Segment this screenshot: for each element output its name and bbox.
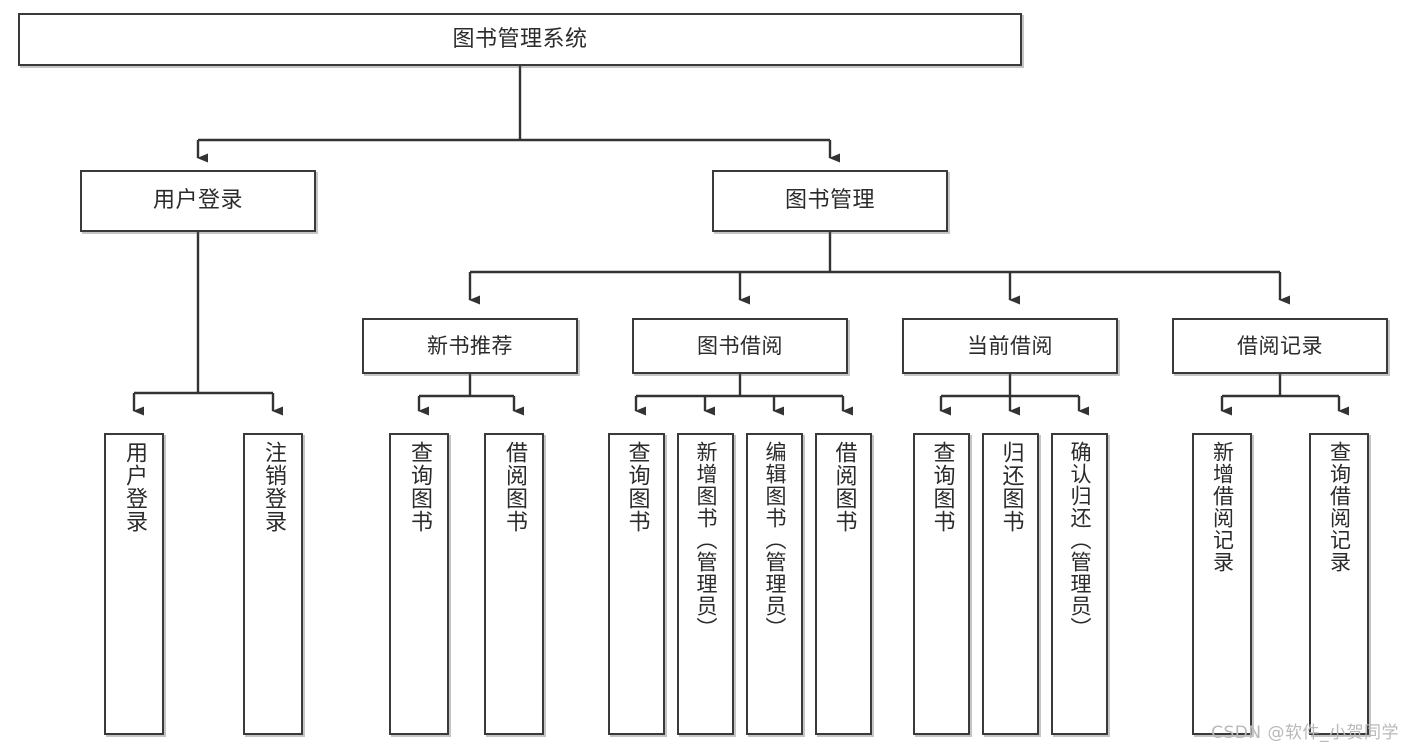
- node-leaf-add-book-label: 新增图书（管理员）: [694, 441, 718, 639]
- node-leaf-edit-book[interactable]: 编辑图书（管理员）: [746, 433, 803, 735]
- node-leaf-logout-login-label: 注销登录: [261, 441, 286, 533]
- node-leaf-confirm-return-label: 确认归还（管理员）: [1068, 441, 1092, 639]
- node-leaf-query-book-3-label: 查询图书: [929, 441, 955, 533]
- node-user-login-label: 用户登录: [152, 188, 243, 214]
- node-leaf-user-login[interactable]: 用户登录: [104, 433, 164, 735]
- node-leaf-borrow-book-1-label: 借阅图书: [502, 441, 527, 533]
- node-leaf-logout-login[interactable]: 注销登录: [243, 433, 303, 735]
- node-root-label: 图书管理系统: [452, 26, 588, 52]
- node-current-borrow-label: 当前借阅: [967, 333, 1053, 358]
- node-new-book-recommend-label: 新书推荐: [427, 333, 513, 358]
- node-leaf-borrow-book-2[interactable]: 借阅图书: [815, 433, 872, 735]
- node-leaf-borrow-book-2-label: 借阅图书: [831, 441, 857, 533]
- node-leaf-edit-book-label: 编辑图书（管理员）: [763, 441, 787, 639]
- node-leaf-query-book-2[interactable]: 查询图书: [608, 433, 665, 735]
- node-current-borrow[interactable]: 当前借阅: [902, 318, 1118, 374]
- node-leaf-return-book-label: 归还图书: [998, 441, 1024, 533]
- node-leaf-borrow-book-1[interactable]: 借阅图书: [484, 433, 544, 735]
- node-book-borrow[interactable]: 图书借阅: [632, 318, 848, 374]
- node-new-book-recommend[interactable]: 新书推荐: [362, 318, 578, 374]
- node-book-borrow-label: 图书借阅: [697, 333, 783, 358]
- node-leaf-add-book[interactable]: 新增图书（管理员）: [677, 433, 734, 735]
- node-leaf-query-record-label: 查询借阅记录: [1327, 441, 1352, 573]
- node-leaf-query-book-2-label: 查询图书: [624, 441, 650, 533]
- node-borrow-record[interactable]: 借阅记录: [1172, 318, 1388, 374]
- node-leaf-user-login-label: 用户登录: [122, 441, 147, 533]
- node-leaf-add-record[interactable]: 新增借阅记录: [1192, 433, 1252, 735]
- node-leaf-query-book-3[interactable]: 查询图书: [913, 433, 970, 735]
- node-borrow-record-label: 借阅记录: [1237, 333, 1323, 358]
- node-leaf-query-book-1-label: 查询图书: [407, 441, 432, 533]
- node-book-manage[interactable]: 图书管理: [712, 170, 948, 232]
- node-leaf-confirm-return[interactable]: 确认归还（管理员）: [1051, 433, 1108, 735]
- node-leaf-query-book-1[interactable]: 查询图书: [389, 433, 449, 735]
- node-book-manage-label: 图书管理: [784, 188, 875, 214]
- node-leaf-query-record[interactable]: 查询借阅记录: [1309, 433, 1369, 735]
- node-user-login[interactable]: 用户登录: [80, 170, 316, 232]
- node-root[interactable]: 图书管理系统: [18, 13, 1022, 66]
- node-leaf-add-record-label: 新增借阅记录: [1210, 441, 1235, 573]
- node-leaf-return-book[interactable]: 归还图书: [982, 433, 1039, 735]
